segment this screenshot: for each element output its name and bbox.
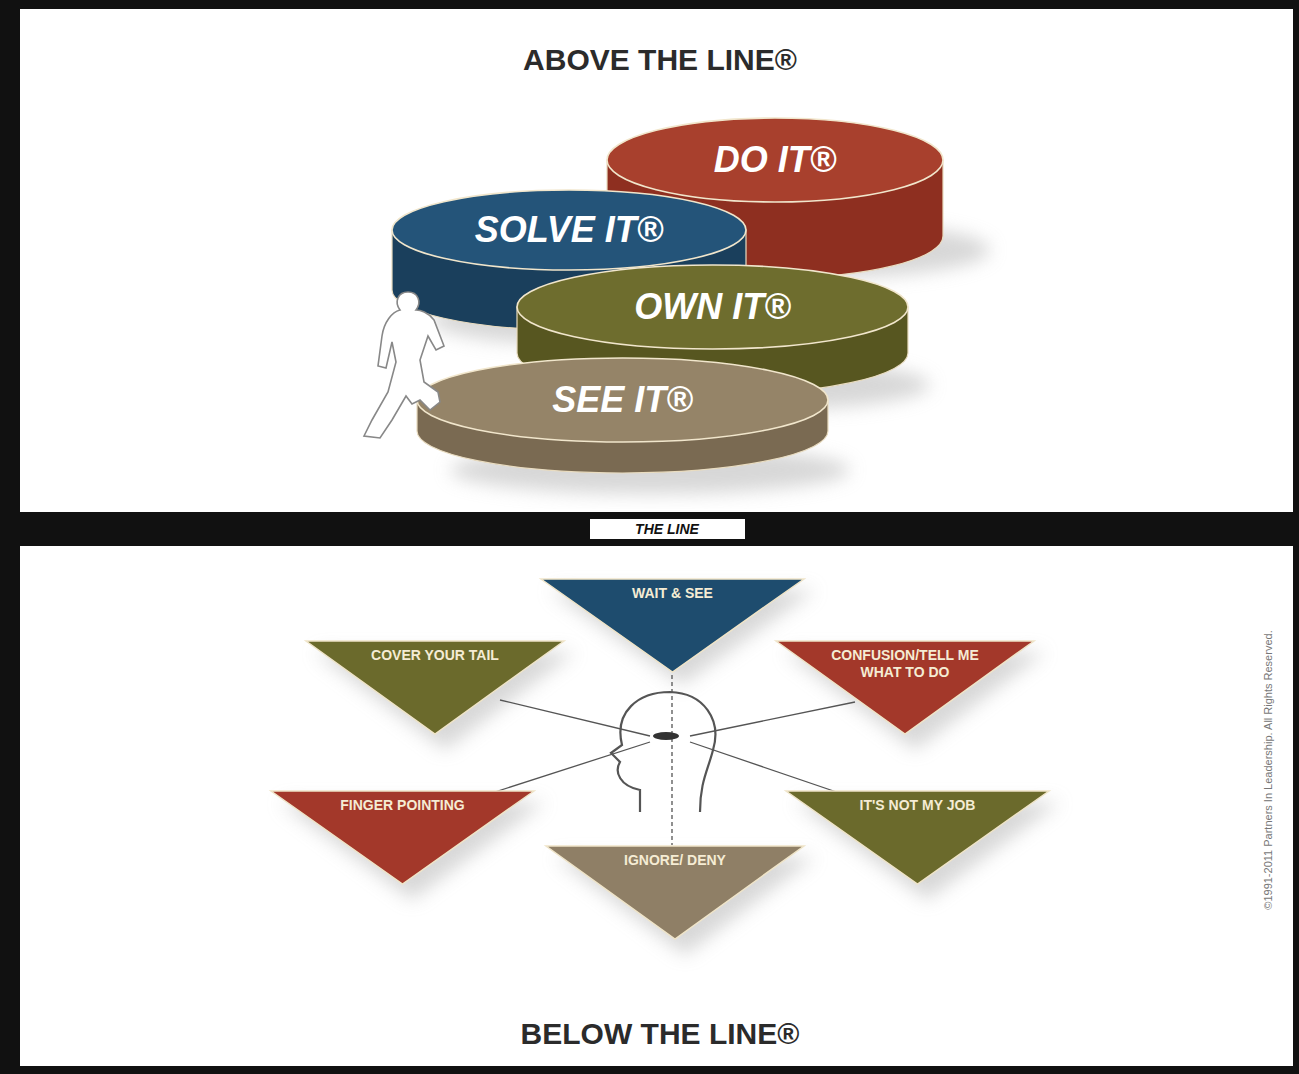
behavior-label: FINGER POINTING xyxy=(328,797,478,814)
the-line-patch xyxy=(590,519,745,539)
cylinder-top xyxy=(392,190,746,270)
warning-triangle: IGNORE/ DENY xyxy=(545,845,805,940)
frame-bottom xyxy=(0,1066,1299,1074)
frame-top xyxy=(0,0,1299,9)
brain-mark xyxy=(653,732,679,740)
the-line-band xyxy=(20,512,1293,546)
section-heading: BELOW THE LINE® xyxy=(521,1017,800,1051)
cylinder-top xyxy=(607,118,943,202)
cylinder-top xyxy=(417,358,828,442)
step-label: SOLVE IT® xyxy=(475,210,664,250)
behavior-label: COVER YOUR TAIL xyxy=(360,647,510,664)
behavior-label: WAIT & SEE xyxy=(598,585,748,602)
line-label: THE LINE xyxy=(635,521,699,537)
warning-triangle: CONFUSION/TELL ME WHAT TO DO xyxy=(775,640,1035,735)
behavior-label: CONFUSION/TELL ME WHAT TO DO xyxy=(830,647,980,681)
cylinder-top xyxy=(517,265,908,349)
diagram-title: ABOVE THE LINE® xyxy=(523,43,797,77)
copyright-note: ©1991-2011 Partners In Leadership. All R… xyxy=(1262,630,1274,909)
behavior-label: IGNORE/ DENY xyxy=(600,852,750,869)
warning-triangle: IT'S NOT MY JOB xyxy=(785,790,1050,885)
warning-triangle: FINGER POINTING xyxy=(270,790,535,885)
step-label: OWN IT® xyxy=(634,287,791,327)
frame-right xyxy=(1293,0,1299,1074)
step-cylinder: SEE IT® xyxy=(415,358,830,473)
triangle-shape xyxy=(776,641,1034,734)
triangle-shape xyxy=(306,641,564,734)
triangle-shape xyxy=(541,579,804,672)
triangle-shape xyxy=(546,846,804,939)
behavior-label: IT'S NOT MY JOB xyxy=(843,797,993,814)
triangle-shape xyxy=(271,791,534,884)
warning-triangle: WAIT & SEE xyxy=(540,578,805,673)
step-label: DO IT® xyxy=(714,140,837,180)
walking-figure xyxy=(364,292,444,438)
leader-lines xyxy=(470,668,860,845)
triangle-shape xyxy=(786,791,1049,884)
head-outline xyxy=(611,692,715,812)
warning-triangle: COVER YOUR TAIL xyxy=(305,640,565,735)
frame-left xyxy=(0,0,20,1074)
step-label: SEE IT® xyxy=(552,380,693,420)
